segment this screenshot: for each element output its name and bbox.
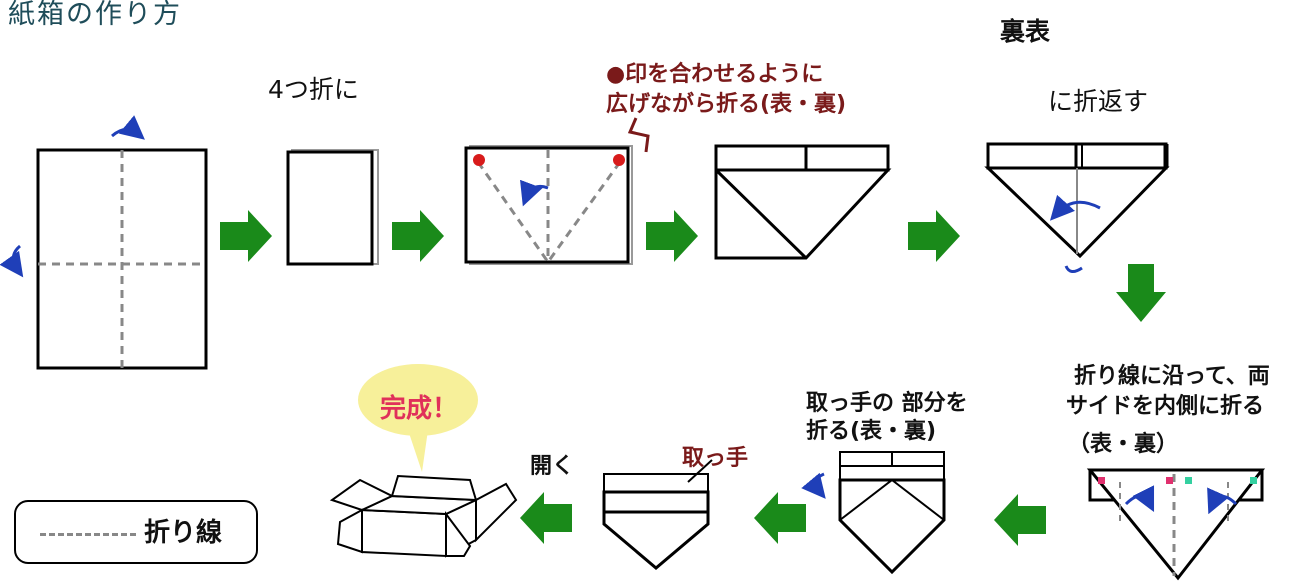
mark-dot	[1166, 477, 1173, 484]
label-fold-handle-1: 取っ手の 部分を	[806, 391, 968, 416]
fold-arrow-icon	[0, 244, 24, 278]
label-fold-sides-2: サイドを内側に折る	[1066, 394, 1265, 419]
label-handle: 取っ手	[682, 446, 749, 471]
arrow-right-icon	[646, 210, 698, 262]
arrow-left-icon	[754, 492, 806, 544]
arrow-left-icon	[520, 492, 572, 544]
page-title: 紙箱の作り方	[8, 0, 182, 30]
label-fold-sides-1: 折り線に沿って、両	[1074, 364, 1270, 389]
step6-sides	[1086, 468, 1266, 581]
label-fold-four: 4つ折に	[268, 75, 359, 104]
label-fold-back: に折返す	[1048, 87, 1149, 116]
mark-dot	[1185, 477, 1192, 484]
arrow-right-icon	[392, 210, 444, 262]
label-back-front: 裏表	[1000, 17, 1051, 46]
label-fold-handle-2: 折る(表・裏)	[806, 419, 937, 444]
fold-arrow-icon	[520, 179, 549, 207]
turn-arrow-icon	[627, 117, 650, 153]
arrow-right-icon	[908, 210, 960, 262]
mark-dot	[1098, 477, 1105, 484]
dashed-line-icon	[40, 533, 136, 536]
complete-bubble	[358, 364, 478, 472]
fold-arrow-icon	[801, 472, 826, 499]
step8-handle	[602, 459, 713, 570]
arrow-right-icon	[220, 210, 272, 262]
step7-handle-fold	[801, 451, 946, 575]
step1-sheet	[0, 115, 208, 370]
arrow-left-icon	[994, 494, 1046, 546]
label-match-marks-1: ●印を合わせるように	[606, 62, 824, 87]
step9-box	[329, 474, 518, 558]
mark-dot	[473, 154, 485, 166]
label-fold-sides-3: （表・裏）	[1068, 432, 1179, 457]
arrow-down-icon	[1116, 264, 1166, 322]
mark-dot	[1250, 477, 1257, 484]
fold-arrow-icon	[111, 115, 145, 140]
fold-arrow-icon	[1064, 265, 1083, 273]
fold-arrow-icon	[1207, 487, 1238, 515]
step4-triangle	[714, 144, 892, 260]
fold-arrow-icon	[1124, 485, 1155, 513]
label-match-marks-2: 広げながら折る(表・裏)	[606, 92, 847, 117]
step3-open	[464, 117, 650, 265]
label-complete: 完成！	[380, 394, 459, 424]
label-open: 開く	[530, 454, 575, 479]
legend-label: 折り線	[144, 518, 223, 548]
step5-folded-back	[984, 142, 1170, 273]
legend: 折り線	[14, 500, 258, 564]
fold-arrow-icon	[1049, 194, 1101, 221]
step2-folded	[286, 149, 379, 266]
mark-dot	[613, 154, 625, 166]
